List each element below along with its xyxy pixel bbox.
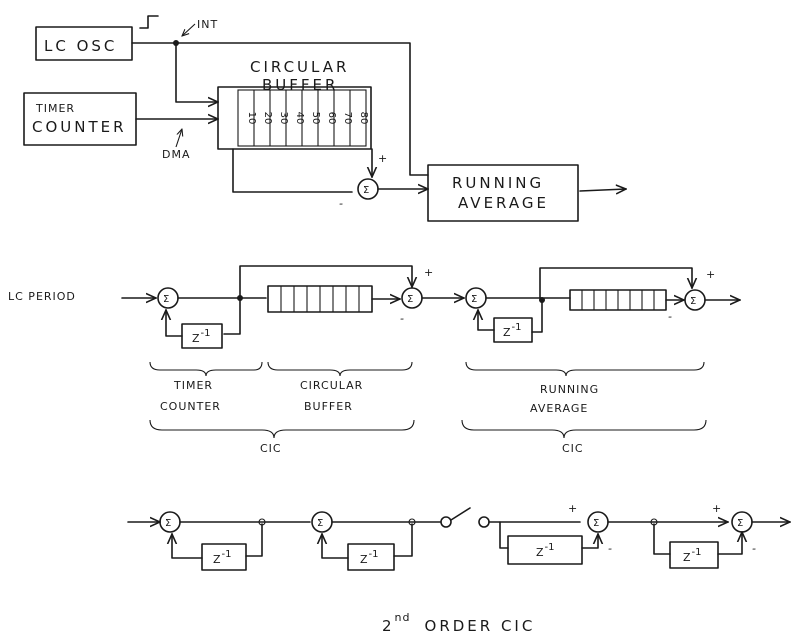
- lc-osc-label: LC OSC: [44, 37, 117, 55]
- brace-running-average: [465, 361, 705, 377]
- minus-sign: -: [608, 542, 612, 555]
- minus-sign: -: [668, 310, 672, 323]
- bottom-section: Σ Z-1 Σ Z-1 Σ: [127, 502, 790, 635]
- bottom-comb-2: Z-1 Σ + -: [650, 502, 756, 569]
- sigma-symbol: Σ: [593, 518, 599, 529]
- timer-counter-mid-line1: TIMER: [173, 379, 213, 392]
- summing-junction-top: Σ + -: [339, 152, 387, 210]
- minus-sign: -: [752, 542, 756, 555]
- plus-sign: +: [706, 268, 715, 281]
- plus-sign: +: [424, 266, 433, 279]
- dma-label: DMA: [162, 148, 191, 161]
- plus-sign: +: [712, 502, 721, 515]
- z-inverse-label: Z-1: [192, 328, 211, 345]
- buffer-cell-7: 70: [342, 112, 353, 125]
- cic-left-label: CIC: [260, 442, 282, 455]
- bottom-integrator-1: Σ Z-1: [159, 511, 311, 571]
- buffer-cell-8: 80: [358, 112, 369, 125]
- buffer-cell-1: 10: [246, 112, 257, 125]
- sigma-symbol: Σ: [407, 294, 413, 305]
- z-inverse-label: Z-1: [536, 542, 555, 559]
- circular-buffer-mid-line1: CIRCULAR: [300, 379, 363, 392]
- sigma-symbol: Σ: [471, 294, 477, 305]
- sigma-symbol: Σ: [690, 296, 696, 307]
- brace-circular-buffer: [267, 361, 413, 377]
- circular-buffer-label-line2: BUFFER: [262, 76, 338, 94]
- sigma-symbol: Σ: [163, 294, 169, 305]
- lc-period-label: LC PERIOD: [8, 290, 76, 303]
- circular-buffer-label-line1: CIRCULAR: [250, 58, 349, 76]
- decimation-switch: [440, 507, 490, 528]
- running-average-mid-line2: AVERAGE: [530, 402, 588, 415]
- z-inverse-label: Z-1: [683, 547, 702, 564]
- brace-timer-counter: [149, 361, 263, 377]
- brace-cic-right: [461, 419, 707, 439]
- sigma-symbol: Σ: [363, 185, 369, 196]
- z-inverse-label: Z-1: [503, 322, 522, 339]
- minus-sign: -: [400, 312, 404, 325]
- timer-counter-label-line1: TIMER: [35, 102, 75, 115]
- integrator-1: Σ Z-1: [157, 265, 412, 349]
- sigma-symbol: Σ: [165, 518, 171, 529]
- middle-section: LC PERIOD Σ Z-1 Σ + -: [8, 265, 740, 455]
- top-section: LC OSC INT CIRCULAR BUFFER 10 20 30 40 50 60 7…: [23, 15, 626, 222]
- running-average-mid-line1: RUNNING: [540, 383, 599, 396]
- running-average-label-line1: RUNNING: [452, 174, 544, 192]
- bottom-comb-1: Σ Z-1 + -: [499, 502, 612, 565]
- timer-counter-mid-line2: COUNTER: [160, 400, 221, 413]
- bottom-integrator-2: Σ Z-1: [311, 511, 441, 571]
- plus-sign: +: [568, 502, 577, 515]
- buffer-cell-3: 30: [278, 112, 289, 125]
- timer-counter-block: TIMER COUNTER: [23, 92, 137, 146]
- lc-osc-block: LC OSC: [35, 26, 133, 61]
- circular-buffer-middle: [267, 285, 373, 313]
- minus-sign-top: -: [339, 197, 343, 210]
- dma-arrow: [175, 129, 182, 148]
- buffer-cell-4: 40: [294, 112, 305, 125]
- running-average-label-line2: AVERAGE: [458, 194, 549, 212]
- integrator-2: Σ Z-1: [465, 267, 692, 343]
- plus-sign-top: +: [378, 152, 387, 165]
- running-average-block: RUNNING AVERAGE: [427, 164, 579, 222]
- running-average-buffer-middle: [569, 289, 667, 311]
- brace-cic-left: [149, 419, 415, 439]
- circular-buffer-mid-line2: BUFFER: [304, 400, 353, 413]
- z-inverse-label: Z-1: [360, 549, 379, 566]
- interrupt-to-buffer-line: [175, 42, 218, 102]
- circular-buffer-block: 10 20 30 40 50 60 70 80: [217, 86, 372, 150]
- sigma-symbol: Σ: [737, 518, 743, 529]
- cic-right-label: CIC: [562, 442, 584, 455]
- buffer-cell-5: 50: [310, 112, 321, 125]
- running-average-output: [579, 189, 626, 191]
- buffer-cell-6: 60: [326, 112, 337, 125]
- square-wave-icon: [139, 15, 159, 29]
- int-arrow: [182, 23, 196, 36]
- buffer-bypass-line: [232, 148, 353, 193]
- comb-1: Σ + -: [400, 266, 433, 325]
- buffer-cell-2: 20: [262, 112, 273, 125]
- sigma-symbol: Σ: [317, 518, 323, 529]
- z-inverse-label: Z-1: [213, 549, 232, 566]
- int-label: INT: [197, 18, 218, 31]
- lc-osc-output-line: [131, 42, 429, 176]
- timer-counter-label-line2: COUNTER: [32, 118, 127, 136]
